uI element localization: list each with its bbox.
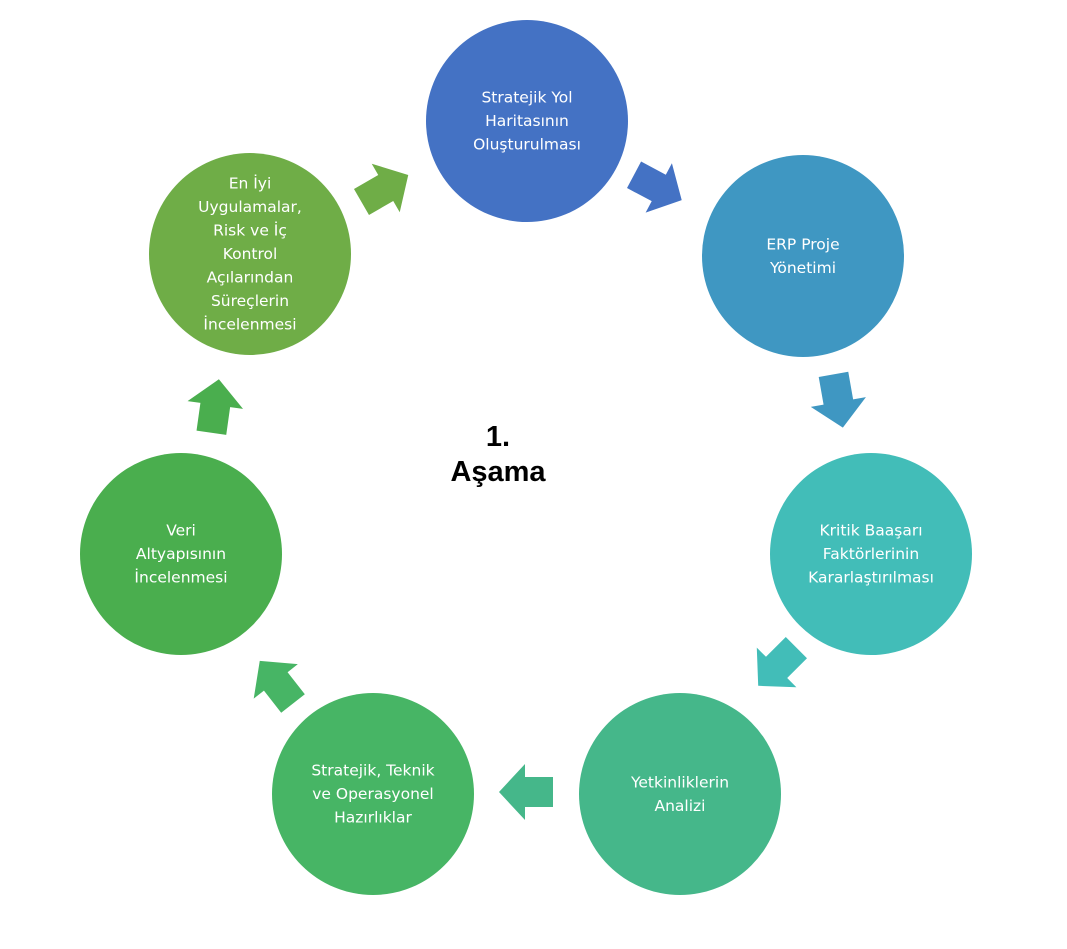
arrow-icon [499, 764, 553, 820]
stage-label-line: Uygulamalar, [198, 198, 302, 216]
stage-circle [80, 453, 282, 655]
stage-label-line: ERP Proje [766, 235, 839, 253]
stage-label-line: Stratejik, Teknik [311, 762, 434, 780]
stage-label-line: En İyi [229, 174, 272, 193]
stage-label-line: Hazırlıklar [334, 809, 412, 827]
stage-label-line: İncelenmesi [134, 568, 227, 587]
arrow-icon [253, 660, 305, 713]
stage-label-line: Yönetimi [769, 259, 836, 277]
stage-label-line: İncelenmesi [203, 315, 296, 334]
stage-circle [272, 693, 474, 895]
stage-label-line: Faktörlerinin [823, 545, 919, 563]
stage-label-line: Oluşturulması [473, 136, 581, 154]
stage-circle [426, 20, 628, 222]
stage-label-line: Haritasının [485, 112, 569, 130]
arrow-icon [627, 161, 682, 213]
stage-label-line: Açılarından [207, 269, 294, 287]
arrow-icon [187, 379, 244, 435]
stage-label-line: Risk ve İç [213, 221, 287, 240]
center-title-line-2: Aşama [450, 456, 546, 488]
arrow-icon [756, 637, 807, 688]
center-title: 1. Aşama [398, 420, 598, 490]
stage-label-line: Veri [166, 522, 196, 540]
stage-circle [770, 453, 972, 655]
arrow-icon [353, 163, 409, 215]
stage-label-line: Yetkinliklerin [630, 773, 729, 791]
stage-node-3: Kritik BaaşarıFaktörlerininKararlaştırıl… [770, 453, 972, 655]
stage-circle [702, 155, 904, 357]
stage-label-line: Stratejik Yol [481, 89, 572, 107]
center-title-line-1: 1. [485, 421, 511, 453]
stage-label-line: Altyapısının [136, 545, 226, 563]
stage-label-line: ve Operasyonel [312, 785, 433, 803]
stage-label-line: Analizi [655, 797, 706, 815]
nodes-layer: Stratejik YolHaritasınınOluşturulmasıERP… [80, 20, 972, 895]
stage-label-line: Kontrol [223, 245, 278, 263]
arrow-icon [810, 371, 866, 428]
arrows-layer [187, 161, 866, 820]
stage-node-5: Stratejik, Teknik ve OperasyonelHazırlıkl… [272, 693, 474, 895]
stage-label-line: Kritik Baaşarı [819, 522, 922, 540]
stage-label-line: Süreçlerin [211, 292, 289, 310]
stage-label-line: Kararlaştırılması [808, 569, 934, 587]
stage-circle [579, 693, 781, 895]
stage-circle [149, 153, 351, 355]
